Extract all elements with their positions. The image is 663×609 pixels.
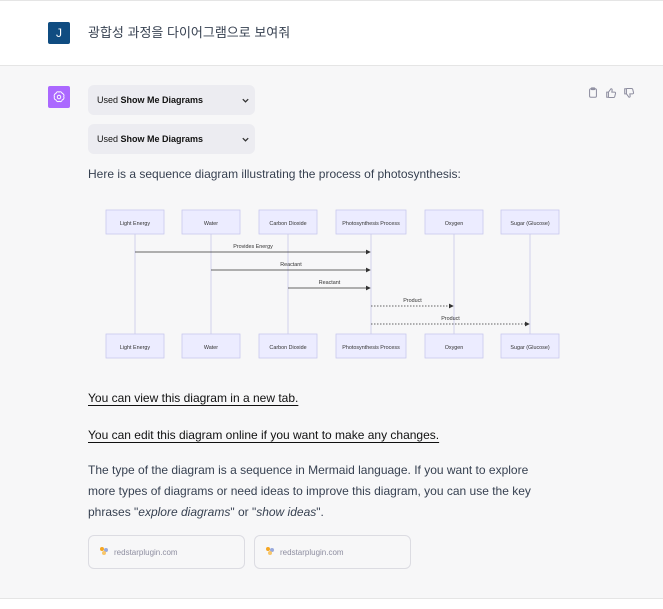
explore-diagrams-phrase: explore diagrams	[138, 505, 231, 519]
edit-diagram-link[interactable]: You can edit this diagram online if you …	[88, 428, 440, 442]
participant-box	[500, 209, 560, 235]
participant-box	[500, 333, 560, 359]
participant-label-top: Water	[204, 221, 218, 227]
participant-label-top: Photosynthesis Process	[342, 221, 400, 227]
message-label: Product	[403, 298, 422, 304]
plugin-used-toggle[interactable]: Used Show Me Diagrams	[88, 124, 255, 154]
message-label: Product	[441, 316, 460, 322]
message-actions	[586, 86, 636, 100]
participant-label-bottom: Carbon Dioxide	[269, 345, 306, 351]
source-domain: redstarplugin.com	[114, 547, 178, 557]
participant-label-top: Sugar (Glucose)	[510, 221, 549, 227]
assistant-message-row: Used Show Me Diagrams Used Show Me Diagr…	[0, 66, 663, 599]
participant-box	[258, 209, 318, 235]
participant-box	[181, 333, 241, 359]
view-diagram-link[interactable]: You can view this diagram in a new tab.	[88, 391, 299, 405]
intro-text: Here is a sequence diagram illustrating …	[88, 167, 461, 181]
participant-box	[258, 333, 318, 359]
chevron-down-icon	[235, 96, 255, 105]
participant-label-bottom: Sugar (Glucose)	[510, 345, 549, 351]
participant-label-top: Oxygen	[445, 221, 464, 227]
participant-box	[105, 333, 165, 359]
participant-label-bottom: Water	[204, 345, 218, 351]
message-label: Reactant	[319, 280, 341, 286]
source-domain: redstarplugin.com	[280, 547, 344, 557]
thumbs-up-icon[interactable]	[604, 86, 618, 100]
participant-box	[424, 209, 484, 235]
participant-box	[105, 209, 165, 235]
participant-label-bottom: Oxygen	[445, 345, 464, 351]
participant-label-bottom: Photosynthesis Process	[342, 345, 400, 351]
thumbs-down-icon[interactable]	[622, 86, 636, 100]
explanation-paragraph: The type of the diagram is a sequence in…	[88, 463, 531, 519]
participant-box	[424, 333, 484, 359]
redstar-logo-icon	[265, 546, 275, 558]
participant-box	[335, 209, 407, 235]
participant-box	[335, 333, 407, 359]
plugin-used-toggle[interactable]: Used Show Me Diagrams	[88, 85, 255, 115]
message-label: Provides Energy	[233, 244, 273, 250]
user-avatar: J	[48, 22, 70, 44]
source-card[interactable]: redstarplugin.com	[254, 535, 411, 569]
participant-label-bottom: Light Energy	[120, 345, 151, 351]
participant-label-top: Light Energy	[120, 221, 151, 227]
participant-box	[181, 209, 241, 235]
show-ideas-phrase: show ideas	[256, 505, 317, 519]
copy-icon[interactable]	[586, 86, 600, 100]
plugin-used-label: Used Show Me Diagrams	[97, 95, 204, 105]
chatgpt-logo-icon	[48, 86, 70, 108]
plugin-used-label: Used Show Me Diagrams	[97, 134, 204, 144]
message-label: Reactant	[280, 262, 302, 268]
user-message-text: 광합성 과정을 다이어그램으로 보여줘	[88, 25, 291, 40]
source-card[interactable]: redstarplugin.com	[88, 535, 245, 569]
user-message-row: J 광합성 과정을 다이어그램으로 보여줘	[0, 0, 663, 66]
participant-label-top: Carbon Dioxide	[269, 221, 306, 227]
chevron-down-icon	[235, 135, 255, 144]
redstar-logo-icon	[99, 546, 109, 558]
